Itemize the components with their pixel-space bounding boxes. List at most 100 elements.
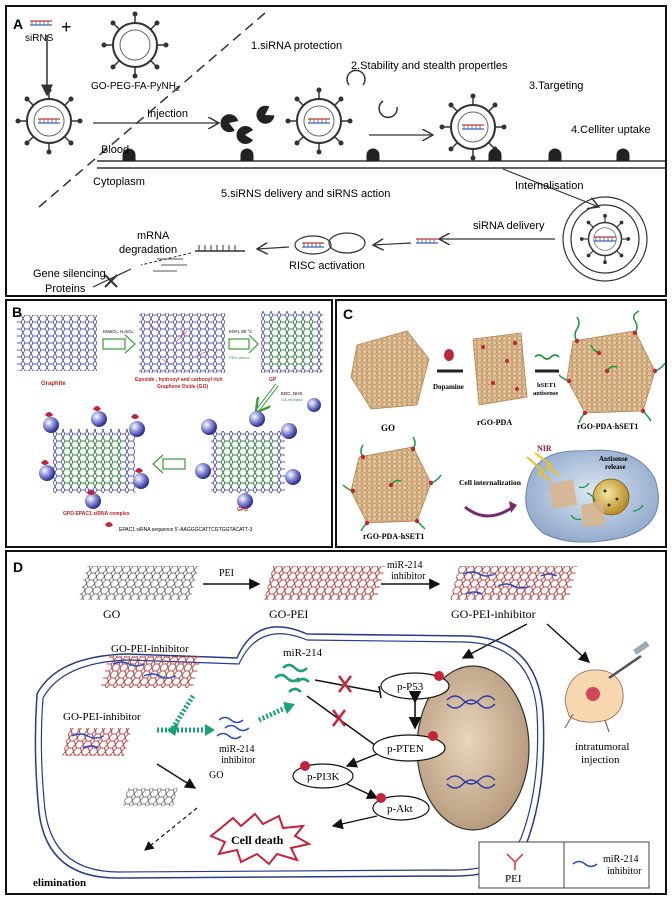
internalisation-arrow bbox=[502, 168, 599, 207]
gpd-label: GPD bbox=[237, 507, 248, 513]
step-4-label: 4.Celliter uptake bbox=[571, 124, 651, 136]
elimination-arrow bbox=[144, 807, 198, 851]
antisense-release-label-2: release bbox=[605, 463, 625, 471]
go-pei-inhibitor-outside-icon bbox=[100, 656, 202, 688]
carrier-label: GO-PEG-FA-PyNH2 bbox=[91, 81, 180, 93]
sirna-binding-arrow bbox=[152, 454, 164, 474]
panel-b-diagram: B Graphite KMnO₄, H₂SO₄ Epoxide , hydrox… bbox=[12, 304, 323, 533]
graphite-lattice bbox=[17, 315, 97, 371]
block-x-icon bbox=[104, 274, 118, 288]
koh-arrow bbox=[248, 334, 259, 354]
proteins-label: Proteins bbox=[45, 283, 86, 295]
go-label: Graphene Oxide (GO) bbox=[157, 384, 208, 390]
gpd-spheres bbox=[195, 411, 301, 509]
pei-legend-icon bbox=[506, 853, 524, 870]
receptor-icon bbox=[240, 148, 254, 162]
panel-d: D GO PEI GO-PEI miR-214 inhibitor GO-PEI… bbox=[5, 550, 667, 895]
phospho-icon bbox=[434, 671, 444, 681]
carrier-nanoparticle-icon bbox=[100, 10, 170, 80]
plus-sign: + bbox=[61, 17, 72, 37]
hset1-label: hSET1 bbox=[537, 382, 556, 389]
gp-label: GP bbox=[269, 377, 277, 383]
legend: PEI miR-214 inhibitor bbox=[478, 841, 650, 889]
step-1-label: 1.siRNA protection bbox=[251, 40, 342, 52]
rgo-pda-hset1-label-top: rGO-PDA-hSET1 bbox=[577, 422, 638, 431]
released-sirna-icon bbox=[415, 238, 439, 244]
go-cell-label: GO bbox=[209, 770, 223, 781]
elimination-label: elimination bbox=[33, 877, 86, 889]
mir214-label: miR-214 bbox=[283, 647, 323, 659]
uptake-arrow bbox=[170, 694, 196, 730]
go-pei-inhibitor-left-label-2: GO-PEI-inhibitor bbox=[63, 711, 141, 723]
mir214-inhibitor-label-2: inhibitor bbox=[221, 755, 256, 766]
receptor-icon bbox=[488, 148, 502, 162]
oxidation-arrow bbox=[124, 334, 136, 354]
go-pei-label: GO-PEI bbox=[269, 607, 308, 621]
block-x-icon bbox=[332, 675, 352, 727]
mir-214-inhibitor-icon bbox=[216, 716, 250, 740]
to-risc-arrow bbox=[373, 243, 412, 245]
blood-label: Blood bbox=[101, 144, 129, 156]
go-pei-inhibitor-left-label-1: GO-PEI-inhibitor bbox=[111, 643, 189, 655]
antisense-label: antisense bbox=[533, 390, 558, 397]
go-label: GO bbox=[381, 423, 395, 433]
pten-label: p-PTEN bbox=[387, 743, 424, 755]
legend-inhibitor-label-1: miR-214 bbox=[603, 854, 639, 865]
cell-membrane-inner bbox=[40, 633, 539, 873]
complex-label: GPD-EPAC1 siRNA complex bbox=[63, 511, 130, 517]
panel-a-letter: A bbox=[13, 16, 23, 32]
panel-a-diagram: A siRNS + GO-PEG-FA-PyNH2 1.siRNA protec… bbox=[13, 10, 665, 295]
edc-label: EDC, NHS bbox=[281, 391, 303, 396]
go-pei-inhibitor-sheet-icon bbox=[450, 566, 578, 600]
legend-pei-label: PEI bbox=[505, 873, 522, 885]
panel-b-letter: B bbox=[12, 304, 22, 320]
rgo-pda-hset1-label-bottom: rGO-PDA-hSET1 bbox=[363, 532, 424, 541]
panel-b: B Graphite KMnO₄, H₂SO₄ Epoxide , hydrox… bbox=[5, 299, 333, 548]
phospho-icon bbox=[376, 793, 386, 803]
injection-label: injection bbox=[581, 754, 620, 766]
gene-silencing-label: Gene silencing bbox=[33, 268, 106, 280]
mrna-degradation-icon bbox=[153, 245, 245, 272]
go-pei-inhibitor-label: GO-PEI-inhibitor bbox=[451, 607, 536, 621]
step-3-label: 3.Targeting bbox=[529, 80, 583, 92]
p53-label: p-P53 bbox=[397, 681, 424, 693]
panel-c-diagram: C GO Dopamine rGO-PDA hSET1 antisense rG… bbox=[342, 306, 665, 543]
mir-214-icon bbox=[274, 663, 310, 693]
rgo-pda-label: rGO-PDA bbox=[477, 418, 512, 427]
rgo-pda-hset1-sheet-icon bbox=[558, 310, 665, 424]
dopamine-label: Dopamine bbox=[433, 383, 464, 391]
dopamine-drop-icon bbox=[444, 349, 454, 361]
complex-spheres bbox=[39, 411, 149, 509]
sirna-icon bbox=[29, 20, 53, 26]
circulating-nanoparticle-icon bbox=[284, 86, 354, 156]
sirna-legend-icon bbox=[105, 522, 113, 527]
internalisation-label: Internalisation bbox=[515, 180, 584, 192]
pten-node bbox=[372, 734, 446, 762]
tumor-cell-icon bbox=[525, 449, 659, 543]
sirna-sequence-label: EPAC1 siRNA sequence 5'-AAGGGCATTCGTGGTA… bbox=[119, 527, 253, 533]
akt-node bbox=[372, 795, 430, 821]
cell-death-burst-icon bbox=[209, 812, 312, 866]
go-fragment-icon bbox=[122, 788, 178, 806]
panel-a: A siRNS + GO-PEG-FA-PyNH2 1.siRNA protec… bbox=[5, 5, 667, 297]
akt-label: p-Akt bbox=[387, 803, 413, 815]
legend-inhibitor-label-2: inhibitor bbox=[607, 866, 642, 877]
nir-light-icon bbox=[526, 452, 560, 482]
rgo-pda-sheet-icon bbox=[472, 332, 528, 406]
dashed-divider bbox=[38, 12, 266, 208]
panel-c: C GO Dopamine rGO-PDA hSET1 antisense rG… bbox=[335, 299, 667, 548]
protein-open-icon bbox=[378, 100, 398, 119]
nir-label: NIR bbox=[537, 444, 552, 453]
mrna-label: mRNA bbox=[137, 230, 170, 242]
peg-label: PEG-amine bbox=[229, 355, 250, 360]
cell-internalization-label: Cell internalization bbox=[459, 478, 522, 487]
inhibitor-arrow-label-2: inhibitor bbox=[391, 571, 426, 582]
rgo-pda-hset1-sheet-icon-2 bbox=[342, 436, 442, 532]
inhibitor-arrow-label-1: miR-214 bbox=[387, 560, 423, 571]
go-pei-sheet-icon bbox=[264, 566, 386, 600]
endosome-icon bbox=[562, 196, 648, 282]
risc-activation-label: RISC activation bbox=[289, 260, 365, 272]
graphite-label: Graphite bbox=[41, 381, 66, 387]
injection-label: Injection bbox=[147, 108, 188, 120]
ligand-sphere-icon bbox=[307, 398, 321, 412]
